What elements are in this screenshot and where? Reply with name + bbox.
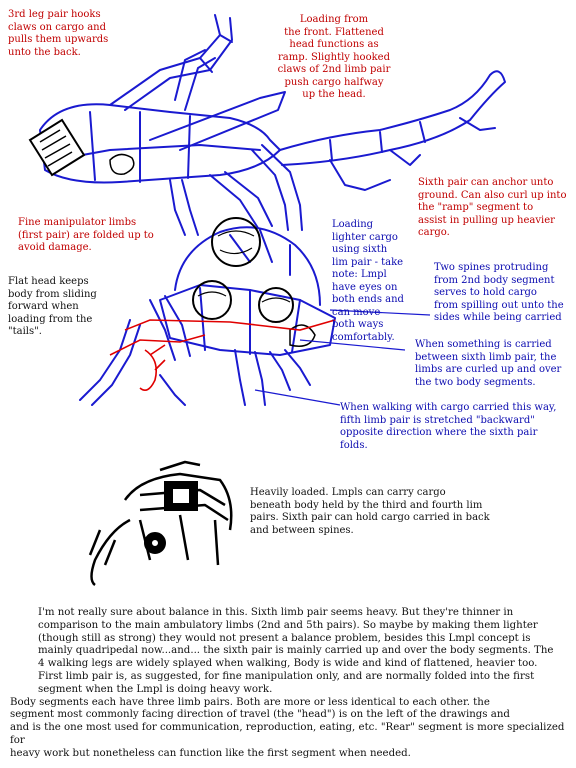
bottom-cargo-box xyxy=(145,482,197,553)
note-two-spines: Two spines protruding from 2nd body segm… xyxy=(434,262,564,325)
body-paragraph-2: Body segments each have three limb pairs… xyxy=(10,697,570,761)
bottom-creature-sketch xyxy=(90,462,231,585)
body-paragraph-1: I'm not really sure about balance in thi… xyxy=(10,607,570,697)
note-fine-manipulator: Fine manipulator limbs (first pair) are … xyxy=(18,217,154,255)
note-leg3-hooks: 3rd leg pair hooks claws on cargo and pu… xyxy=(8,9,108,59)
red-overlay-sketch xyxy=(110,320,335,390)
note-heavily-loaded: Heavily loaded. Lmpls can carry cargo be… xyxy=(250,487,490,537)
note-sixth-anchor: Sixth pair can anchor unto ground. Can a… xyxy=(418,177,566,240)
note-walking-cargo: When walking with cargo carried this way… xyxy=(340,402,556,452)
note-loading-front: Loading from the front. Flattened head f… xyxy=(273,14,395,102)
note-flat-head: Flat head keeps body from sliding forwar… xyxy=(8,276,97,339)
body-description: I'm not really sure about balance in thi… xyxy=(10,607,570,761)
note-loading-lighter: Loading lighter cargo using sixth lim pa… xyxy=(332,219,404,344)
note-carried-between: When something is carried between sixth … xyxy=(415,339,561,389)
